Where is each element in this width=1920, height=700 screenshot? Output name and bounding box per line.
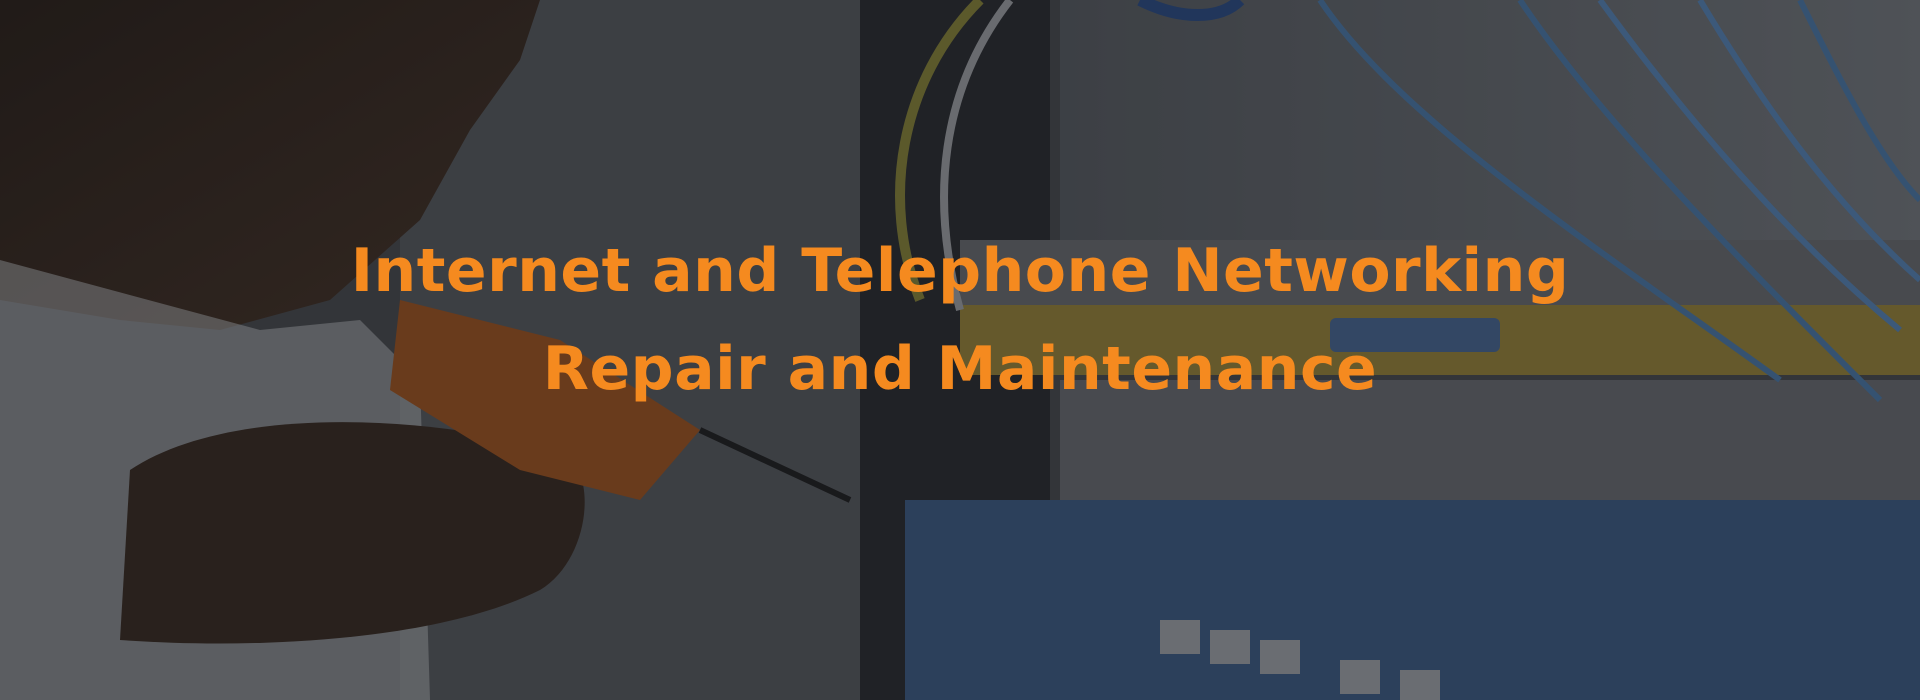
hero-heading-line-1: Internet and Telephone Networking xyxy=(350,236,1570,306)
hero-heading-line-2: Repair and Maintenance xyxy=(542,334,1378,404)
